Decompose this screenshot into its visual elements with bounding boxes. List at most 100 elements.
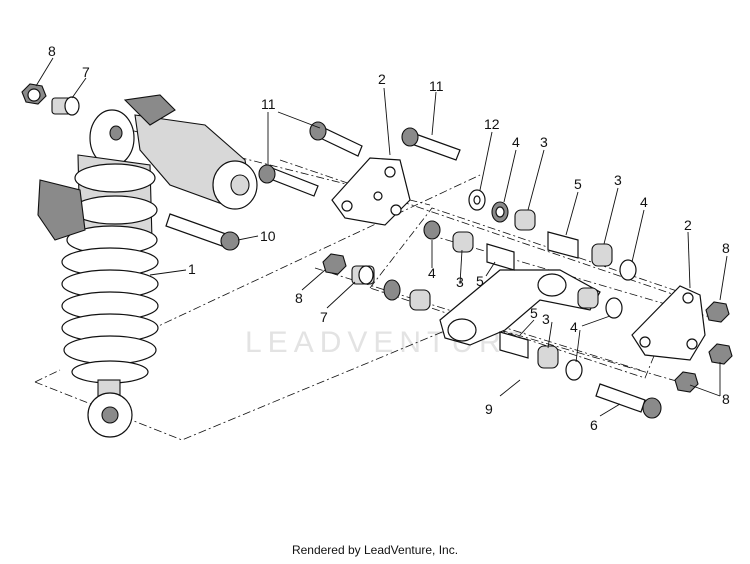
bearing <box>409 289 431 311</box>
callout-5: 5 <box>476 273 484 289</box>
nut-8-top-left <box>21 83 47 105</box>
seal-4-right <box>619 259 637 281</box>
callout-4: 4 <box>570 319 578 335</box>
leader-lines <box>35 57 728 417</box>
callout-7: 7 <box>82 64 90 80</box>
collar-upper <box>74 163 156 193</box>
dogbone-plate-2-right <box>631 285 706 361</box>
callout-6: 6 <box>590 417 598 433</box>
leader-line <box>326 281 356 309</box>
seal-4-top <box>491 201 509 223</box>
bolt-11-right <box>401 127 461 161</box>
sleeve <box>486 243 515 271</box>
nut-icon <box>708 343 733 365</box>
sleeve <box>499 331 529 359</box>
sleeve-5-top <box>547 231 579 259</box>
callout-8: 8 <box>722 240 730 256</box>
nut-8-middle <box>322 253 347 275</box>
callout-7: 7 <box>320 309 328 325</box>
shock-outline <box>34 307 501 441</box>
leader-line <box>277 111 321 129</box>
reservoir-plug <box>230 174 250 196</box>
bearing-3-left <box>452 231 474 253</box>
callout-3: 3 <box>456 274 464 290</box>
footer-credit: Rendered by LeadVenture, Inc. <box>291 543 459 557</box>
spacer-7-top-left <box>51 96 80 116</box>
leader-line <box>599 403 621 417</box>
plate-hole <box>373 191 383 201</box>
bolt-head <box>220 231 240 251</box>
leader-line <box>581 315 611 327</box>
leader-line <box>603 187 619 245</box>
nut-icon <box>674 371 699 393</box>
nut-icon <box>322 253 347 275</box>
leader-line <box>519 319 535 336</box>
nut-8-right-low <box>674 371 699 393</box>
dogbone-plate-2-left <box>331 157 411 226</box>
collar-mid <box>72 195 158 225</box>
leader-line <box>459 249 463 285</box>
leader-line <box>503 149 517 203</box>
nut-8-right-top <box>705 301 730 323</box>
leader-line <box>485 261 496 277</box>
bolt-head <box>401 127 419 147</box>
leader-line <box>71 77 87 99</box>
spacer-7-middle <box>351 265 375 285</box>
seal <box>383 279 401 301</box>
callout-2: 2 <box>684 217 692 233</box>
sleeve <box>547 231 579 259</box>
washer-hole <box>473 195 481 205</box>
leader-line <box>689 384 721 397</box>
plate-hole <box>682 292 694 304</box>
callout-9: 9 <box>485 401 493 417</box>
bearing-3-lower <box>537 345 559 369</box>
bolt-11-left <box>258 164 319 197</box>
arm-eye <box>447 318 477 342</box>
seal <box>565 359 583 381</box>
callout-11: 11 <box>261 96 276 112</box>
leader-line <box>565 191 579 236</box>
seal-4-left <box>423 220 441 240</box>
bearing <box>537 345 559 369</box>
leader-line <box>479 131 493 191</box>
bearing <box>452 231 474 253</box>
axis-line-lower <box>499 329 691 386</box>
callout-labels: 8 7 2 11 11 12 4 3 5 3 4 2 8 10 1 4 3 5 … <box>48 43 730 433</box>
bearing <box>514 209 536 231</box>
adjuster-knob <box>37 179 86 241</box>
leader-line <box>575 329 581 363</box>
callout-3: 3 <box>614 172 622 188</box>
seal <box>423 220 441 240</box>
plate-hole <box>341 200 353 212</box>
leader-line <box>237 235 259 241</box>
bolt-10 <box>165 213 240 251</box>
bearing <box>577 287 599 309</box>
axis-line-mid <box>314 267 641 371</box>
bottom-mount-bore <box>101 406 119 424</box>
leader-line <box>631 209 645 263</box>
bearing-3-mid-left <box>409 289 431 311</box>
callout-4: 4 <box>640 194 648 210</box>
callout-2: 2 <box>378 71 386 87</box>
callout-11: 11 <box>429 78 444 94</box>
outline-segment <box>149 174 481 331</box>
callout-8: 8 <box>722 391 730 407</box>
spring-coil <box>63 335 157 365</box>
bolt-shank <box>165 213 227 247</box>
spacer-face <box>358 265 374 285</box>
linkage-arm-9 <box>439 269 601 346</box>
callout-4: 4 <box>428 265 436 281</box>
leader-line <box>719 255 728 301</box>
leader-line <box>527 149 545 211</box>
bolt-6 <box>595 383 662 419</box>
leader-line <box>547 321 553 349</box>
bolt-11-mid <box>309 121 363 157</box>
sleeve-5-lower <box>499 331 529 359</box>
nut-icon <box>705 301 730 323</box>
bearing <box>591 243 613 267</box>
callout-3: 3 <box>542 311 550 327</box>
plate-hole <box>384 166 396 178</box>
shock-absorber <box>37 94 258 438</box>
bearing-3-right <box>591 243 613 267</box>
